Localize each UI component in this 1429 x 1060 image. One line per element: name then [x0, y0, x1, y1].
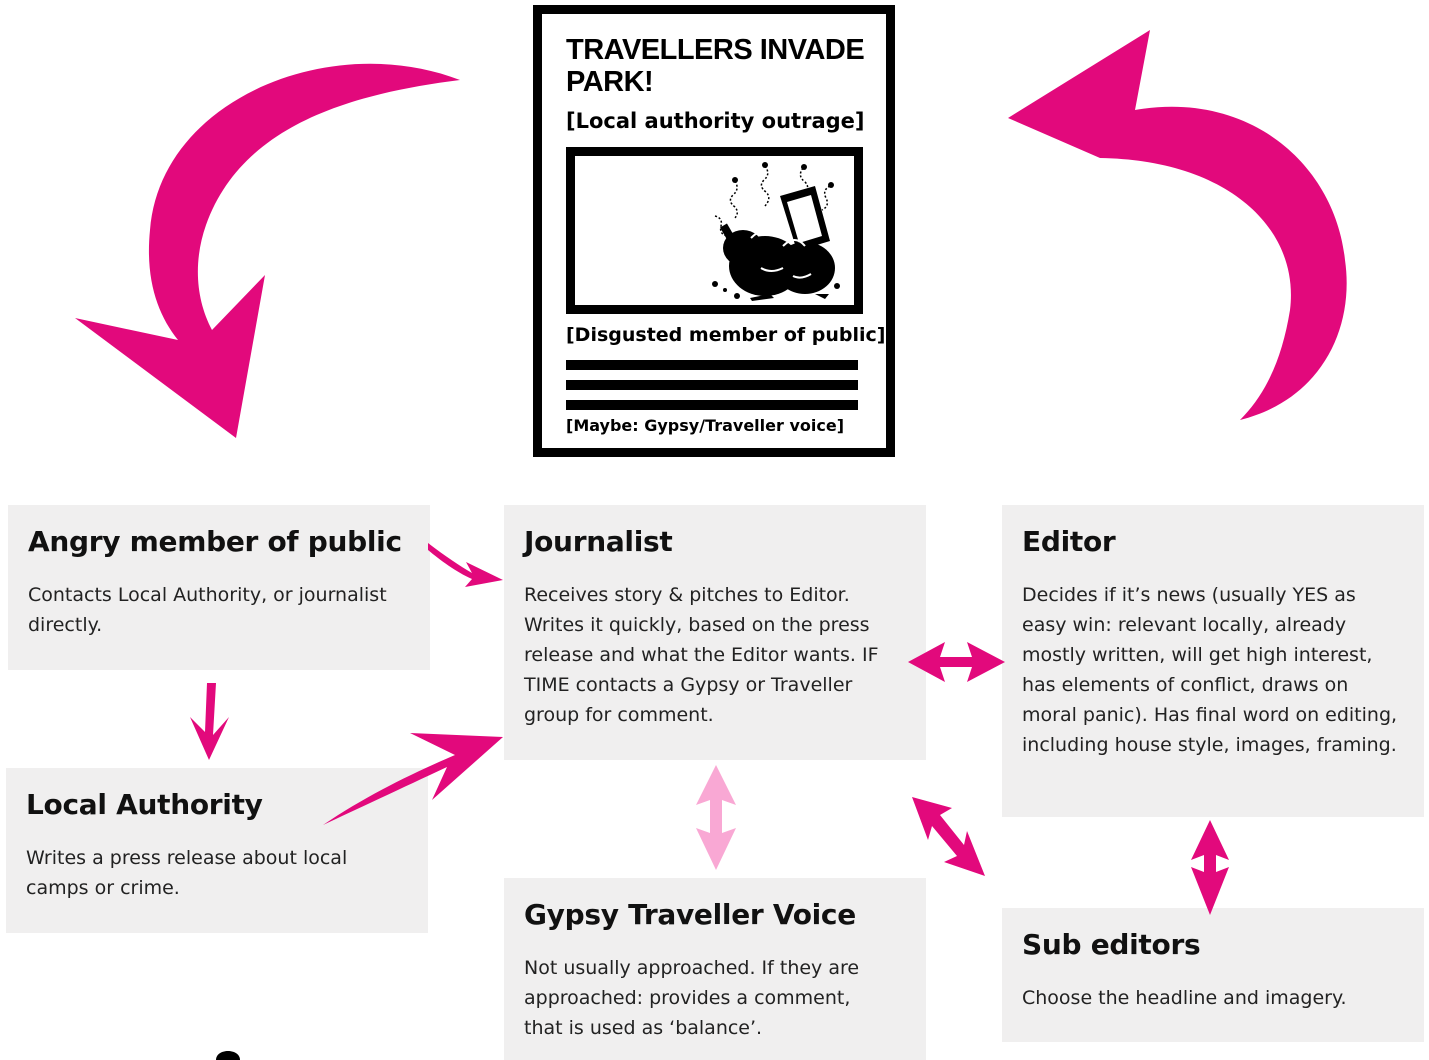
arrow-journalist-subeditors: [912, 797, 985, 876]
local-authority-box: Local Authority Writes a press release a…: [6, 768, 428, 933]
sub-editors-title: Sub editors: [1022, 928, 1201, 961]
arrow-journalist-gypsy: [696, 765, 736, 870]
local-authority-text: Writes a press release about local camps…: [26, 847, 348, 899]
sub-editors-box: Sub editors Choose the headline and imag…: [1002, 908, 1424, 1042]
newspaper-page: TRAVELLERS INVADE PARK! [Local authority…: [533, 5, 895, 457]
source-local-authority: [Local authority outrage]: [566, 109, 865, 133]
source-gypsy-traveller: [Maybe: Gypsy/Traveller voice]: [566, 416, 845, 435]
newspaper-photo: [566, 147, 863, 314]
gypsy-voice-text: Not usually approached. If they are appr…: [524, 957, 860, 1039]
gypsy-voice-box: Gypsy Traveller Voice Not usually approa…: [504, 878, 926, 1060]
editor-text: Decides if it’s news (usually YES as eas…: [1022, 584, 1398, 756]
journalist-title: Journalist: [524, 525, 673, 558]
angry-public-box: Angry member of public Contacts Local Au…: [8, 505, 430, 670]
curved-arrow-left: [75, 63, 460, 439]
sub-editors-text: Choose the headline and imagery.: [1022, 987, 1347, 1009]
curved-arrow-right: [1008, 30, 1347, 420]
journalist-box: Journalist Receives story & pitches to E…: [504, 505, 926, 760]
text-rule: [566, 380, 858, 390]
arrow-journalist-editor: [908, 642, 1005, 682]
arrow-public-to-journalist: [428, 543, 503, 587]
journalist-text: Receives story & pitches to Editor. Writ…: [524, 584, 879, 726]
source-public: [Disgusted member of public]: [566, 324, 886, 346]
angry-public-title: Angry member of public: [28, 525, 402, 558]
newspaper-headline: TRAVELLERS INVADE PARK!: [566, 34, 865, 98]
angry-public-text: Contacts Local Authority, or journalist …: [28, 584, 387, 636]
gypsy-voice-title: Gypsy Traveller Voice: [524, 898, 856, 931]
arrow-editor-subeditors: [1191, 820, 1229, 915]
editor-title: Editor: [1022, 525, 1116, 558]
text-rule: [566, 400, 858, 410]
arrow-authority-to-journalist: [323, 733, 503, 825]
text-rule: [566, 360, 858, 370]
editor-box: Editor Decides if it’s news (usually YES…: [1002, 505, 1424, 817]
arrow-public-to-authority: [190, 683, 229, 760]
local-authority-title: Local Authority: [26, 788, 263, 821]
partial-icon: [216, 1051, 240, 1060]
rubbish-bags-icon: [712, 162, 840, 301]
